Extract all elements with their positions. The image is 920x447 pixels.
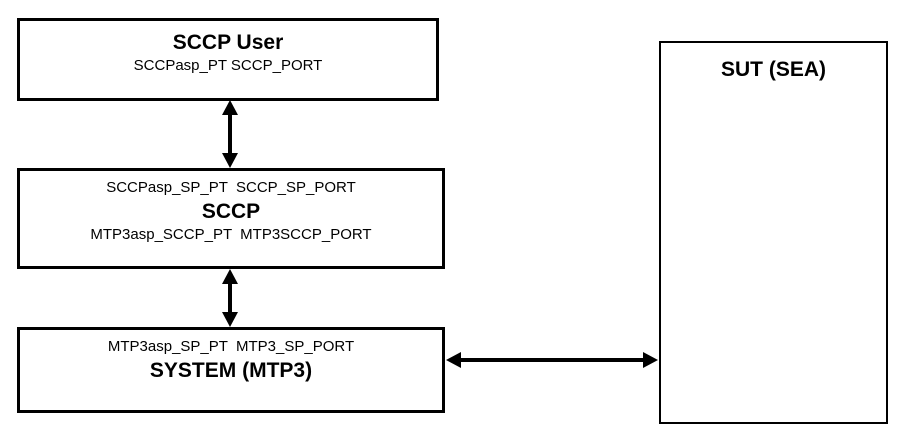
sccp-lower-ports: MTP3asp_SCCP_PT MTP3SCCP_PORT (90, 226, 372, 243)
sccp-upper-ports: SCCPasp_SP_PT SCCP_SP_PORT (106, 179, 356, 196)
sccp-user-title: SCCP User (172, 31, 284, 54)
arrow-system-sut-icon (446, 352, 658, 368)
arrow-sccp-system-icon (222, 269, 238, 327)
sut-sea-box: SUT (SEA) (659, 41, 888, 424)
system-mtp3-box: MTP3asp_SP_PT MTP3_SP_PORT SYSTEM (MTP3) (17, 327, 445, 413)
system-mtp3-title: SYSTEM (MTP3) (149, 359, 313, 382)
system-mtp3-upper-ports: MTP3asp_SP_PT MTP3_SP_PORT (107, 338, 355, 355)
arrow-sccpuser-sccp-icon (222, 100, 238, 168)
sut-sea-title: SUT (SEA) (721, 58, 826, 81)
sccp-title: SCCP (201, 200, 261, 223)
sccp-box: SCCPasp_SP_PT SCCP_SP_PORT SCCP MTP3asp_… (17, 168, 445, 269)
sccp-user-box: SCCP User SCCPasp_PT SCCP_PORT (17, 18, 439, 101)
sccp-user-ports: SCCPasp_PT SCCP_PORT (133, 57, 323, 74)
